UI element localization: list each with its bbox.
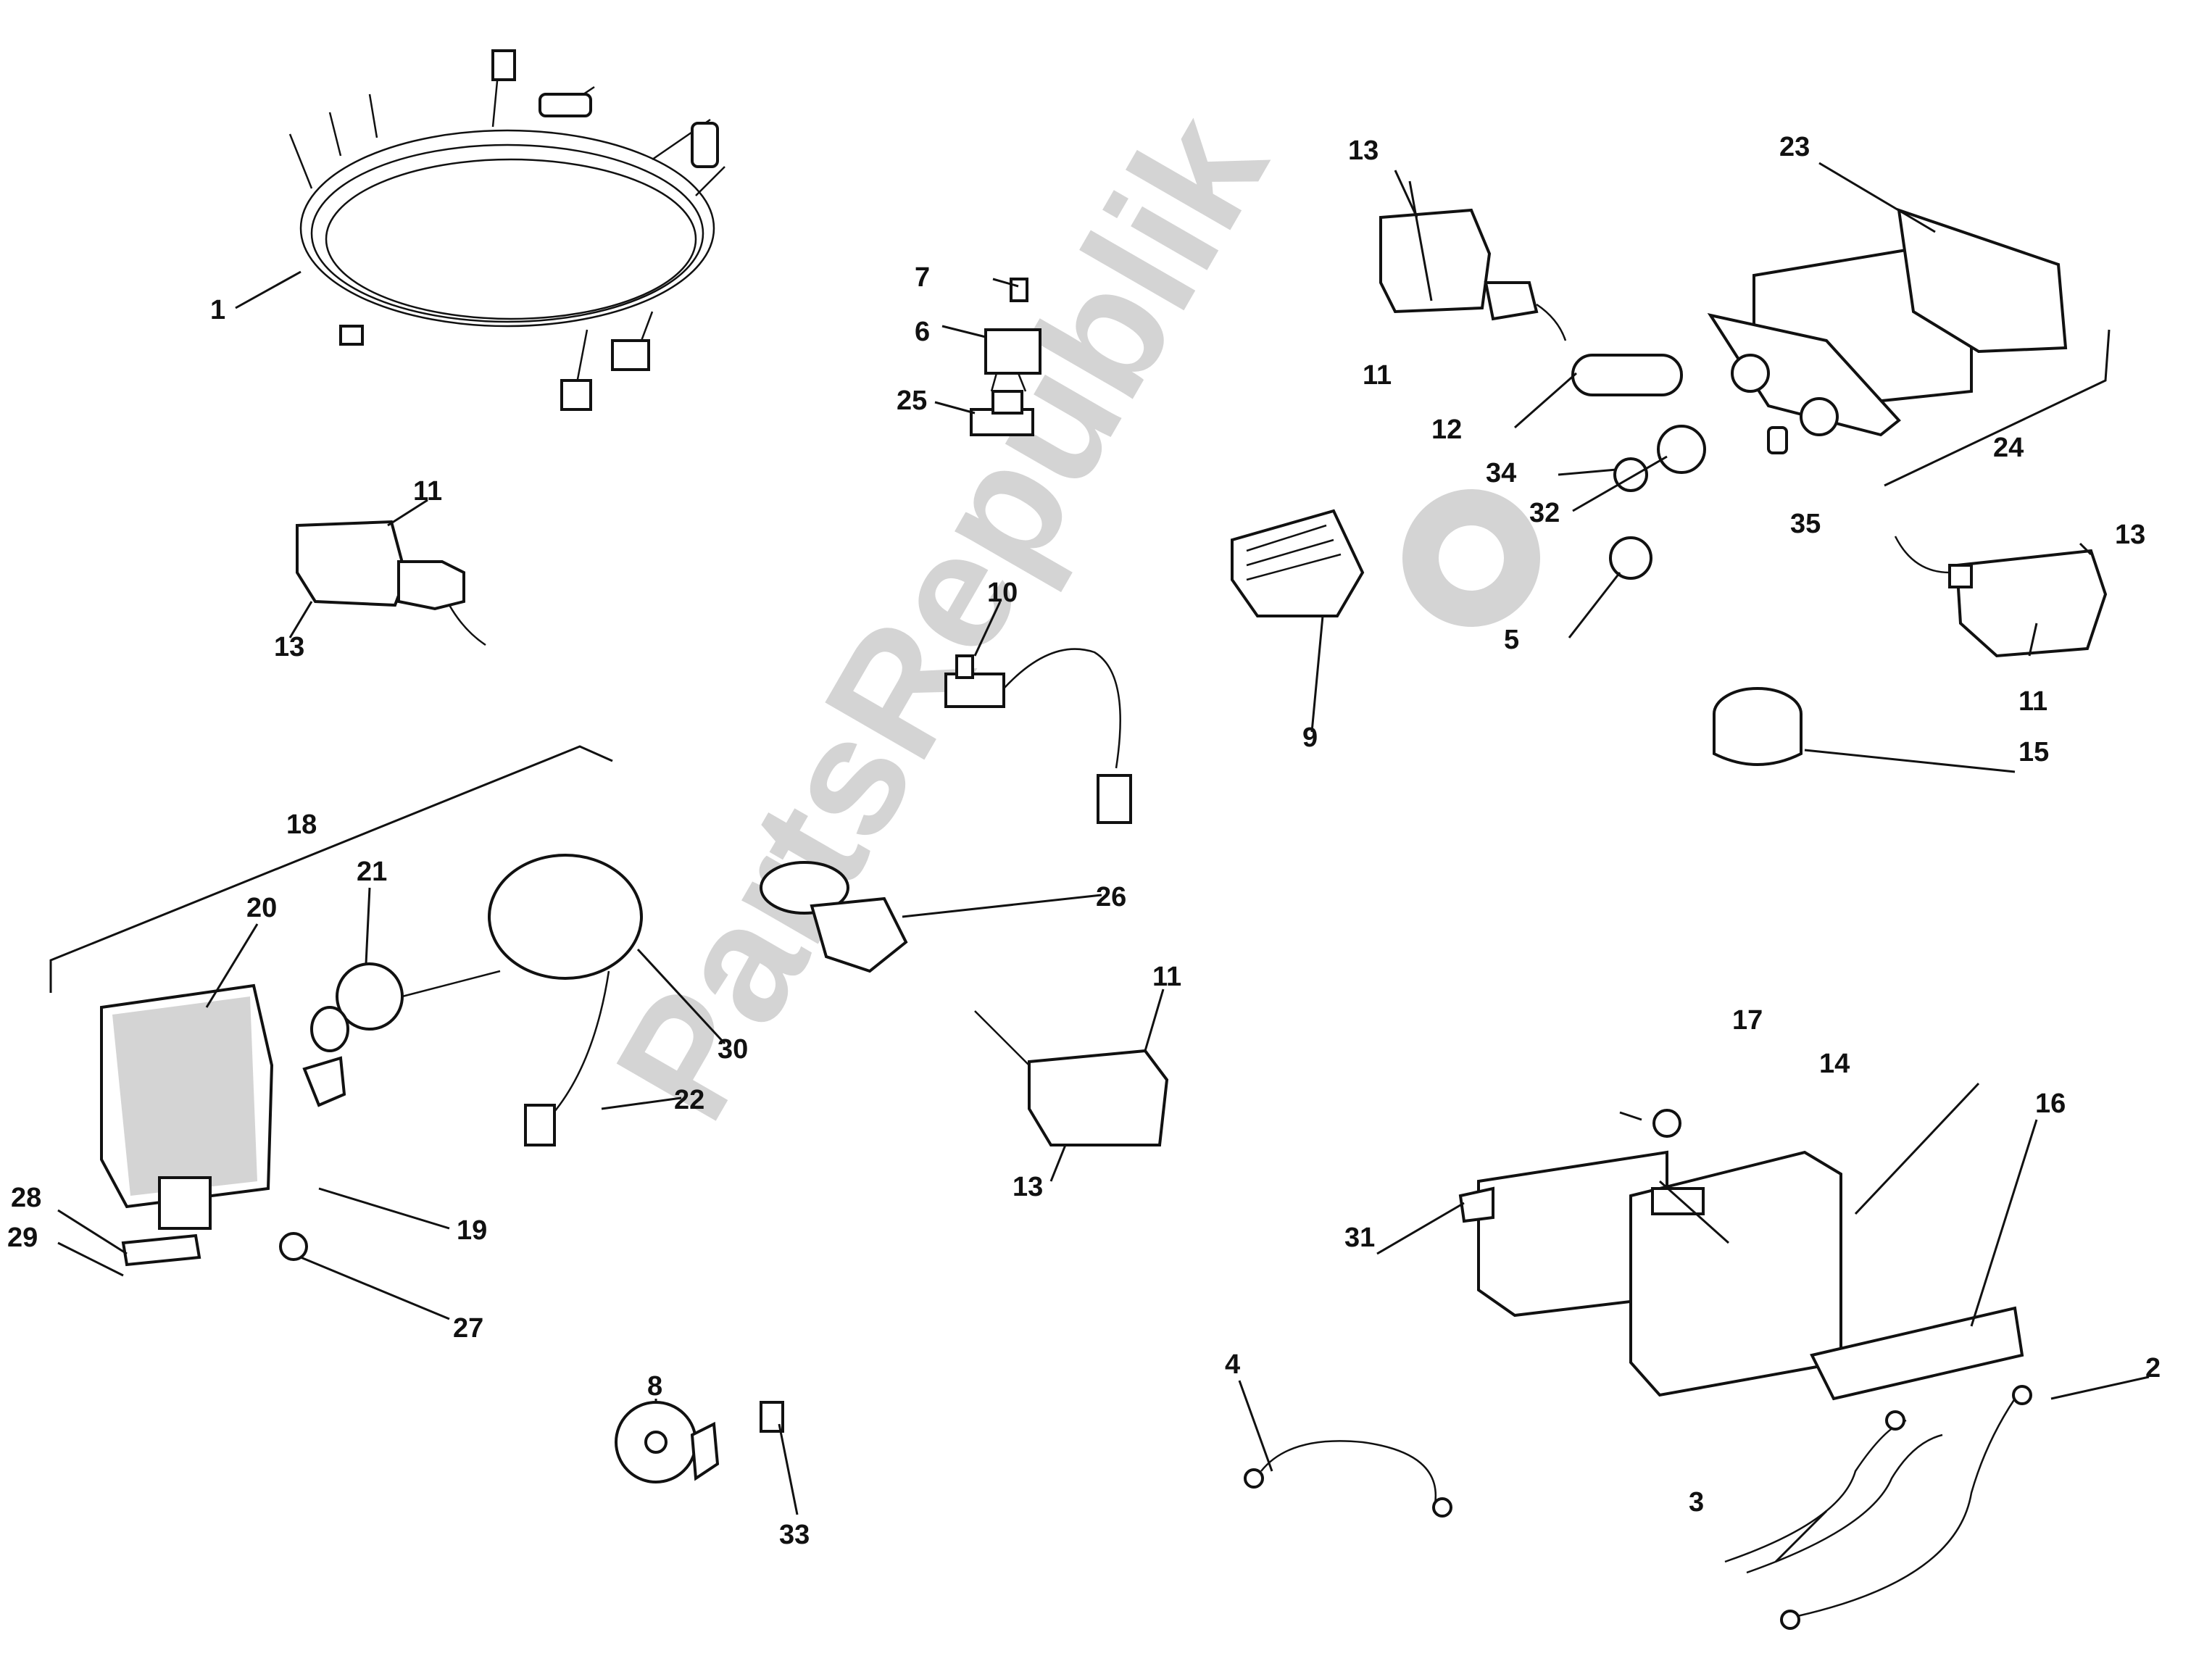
- callout-9: 9: [1302, 723, 1318, 753]
- callout-34: 34: [1486, 458, 1516, 488]
- callout-7: 7: [915, 262, 930, 293]
- part-indicator-left: [296, 520, 486, 646]
- part-indicator-top-right: [1379, 208, 1706, 492]
- callout-8: 8: [647, 1371, 662, 1402]
- callout-23: 23: [1779, 132, 1810, 162]
- callout-20: 20: [246, 893, 277, 923]
- part-rubber-sleeve: [1713, 687, 1803, 766]
- callout-29: 29: [7, 1223, 38, 1253]
- callout-10: 10: [987, 578, 1018, 608]
- callout-13-left: 13: [274, 632, 304, 662]
- callout-19: 19: [457, 1215, 487, 1246]
- callout-21: 21: [357, 857, 387, 887]
- part-indicator-bottom-right: [1894, 536, 2108, 658]
- callout-11-bottom-right: 11: [2018, 686, 2047, 717]
- part-switch: [944, 648, 1132, 824]
- callout-17: 17: [1732, 1005, 1763, 1036]
- callout-26: 26: [1096, 882, 1126, 912]
- callout-5: 5: [1504, 625, 1519, 655]
- callout-11-top-right: 11: [1363, 360, 1392, 391]
- part-cables: [1244, 1385, 2032, 1630]
- callout-12: 12: [1431, 415, 1462, 445]
- part-relay-group: [970, 278, 1041, 436]
- part-bracket: [760, 861, 908, 973]
- leader-lines: [57, 162, 2150, 1563]
- callout-22: 22: [674, 1085, 704, 1115]
- callout-28: 28: [11, 1183, 41, 1213]
- callout-1: 1: [210, 295, 225, 325]
- callout-32: 32: [1529, 498, 1560, 528]
- callout-11-left: 11: [413, 476, 442, 507]
- callout-3: 3: [1689, 1487, 1704, 1518]
- callout-11-middle: 11: [1152, 962, 1181, 992]
- callout-15: 15: [2018, 737, 2049, 767]
- callout-13-bottom-right: 13: [2115, 520, 2145, 550]
- callout-24: 24: [1993, 433, 2024, 463]
- callout-14: 14: [1819, 1049, 1850, 1079]
- callout-30: 30: [718, 1034, 748, 1065]
- callout-27: 27: [453, 1313, 483, 1344]
- callout-35: 35: [1790, 509, 1821, 539]
- watermark-text: PartsRepublik: [580, 84, 1302, 1149]
- callout-13-middle: 13: [1013, 1172, 1043, 1202]
- callout-16: 16: [2035, 1089, 2066, 1119]
- part-tail-light: [1707, 208, 2111, 487]
- callout-4: 4: [1225, 1349, 1240, 1380]
- gear-icon: [1402, 489, 1540, 627]
- callout-18: 18: [286, 809, 317, 840]
- part-battery-group: [1458, 1109, 2024, 1401]
- part-indicator-middle: [974, 1010, 1169, 1146]
- part-regulator: [1231, 509, 1365, 617]
- part-bulb: [1609, 536, 1652, 580]
- callout-2: 2: [2145, 1353, 2161, 1383]
- callout-31: 31: [1344, 1223, 1375, 1253]
- part-horn: [615, 1401, 784, 1483]
- callout-6: 6: [915, 317, 930, 347]
- callout-13-top-right: 13: [1348, 136, 1379, 166]
- part-headlight-group: [49, 745, 643, 1267]
- callout-labels: 1 7 6 25 11 13 10 9 26 11 13 18 20 21 30…: [7, 132, 2161, 1550]
- part-wiring-harness: [288, 49, 725, 411]
- callout-33: 33: [779, 1520, 810, 1550]
- callout-25: 25: [897, 386, 927, 416]
